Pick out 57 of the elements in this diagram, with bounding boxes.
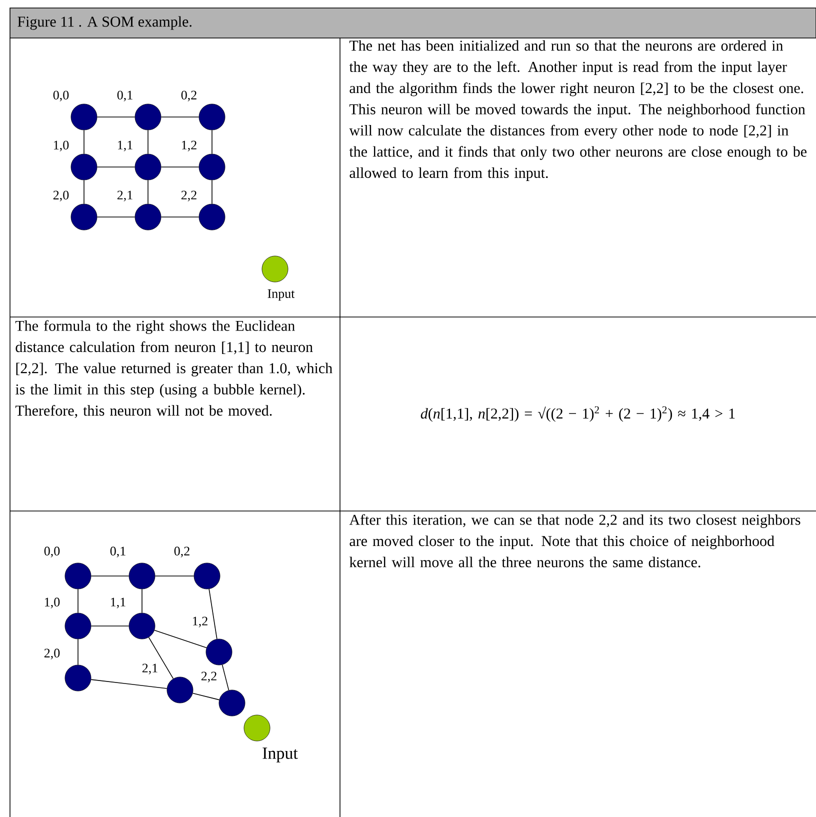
input-circle xyxy=(244,714,270,742)
connector-line xyxy=(160,216,200,218)
neuron-label: 0,1 xyxy=(110,546,126,558)
neuron-label: 2,0 xyxy=(44,648,60,660)
neuron-circle xyxy=(198,154,226,180)
neuron-label: 1,2 xyxy=(182,140,196,152)
neuron-label: 1,2 xyxy=(193,616,208,628)
connector-line xyxy=(148,636,174,680)
paragraph: The net has been initialized and run so that the neurons are ordered in the way they are to the left. Another input is read from the input layer and the algorithm finds the lower right neuron [2,2] to be the closest one. This neuron will be moved towards the input. The neighborhood function will now calculate the distances from every other node to node [2,2] in the lattice, and it finds that only two other neurons are close enough to be allowed to learn from this input. xyxy=(349,40,806,182)
neuron-circle xyxy=(70,104,98,130)
neuron-circle xyxy=(128,612,156,640)
paragraph: The formula to the right shows the Euclidean distance calculation from neuron [1,1] to neuron [2,2]. The value returned is greater than 1.0, which is the limit in this step (using a bubble kernel). Therefore, this neuron will not be moved. xyxy=(15,320,332,418)
neuron-label: 2,1 xyxy=(142,664,158,674)
neuron-circle xyxy=(64,664,92,692)
neuron-circle xyxy=(64,612,92,640)
neuron-label: 1,0 xyxy=(45,598,60,608)
connector-line xyxy=(90,679,168,689)
neuron-label: 0,2 xyxy=(174,546,190,558)
connector-line xyxy=(160,116,200,118)
neuron-circle xyxy=(206,638,232,666)
connector-line xyxy=(160,166,200,168)
paragraph: After this iteration, we can se that node 2,2 and its two closest neighbors are moved closer to the input. Note that this choice of neighborhood kernel will move all the three neurons the same distance. xyxy=(349,514,800,568)
neuron-circle xyxy=(166,676,194,704)
neuron-circle xyxy=(134,154,162,180)
input-label: Input xyxy=(268,289,295,301)
connector-line xyxy=(96,166,136,168)
neuron-circle xyxy=(64,562,92,590)
neuron-circle xyxy=(194,562,220,590)
neuron-circle xyxy=(198,204,226,230)
neuron-circle xyxy=(70,154,98,180)
connector-line xyxy=(96,116,136,118)
neuron-circle xyxy=(198,104,226,130)
neuron-circle xyxy=(70,204,98,230)
neuron-label: 2,1 xyxy=(117,190,132,202)
input-label: Input xyxy=(262,748,298,762)
neuron-circle xyxy=(134,104,162,130)
neuron-label: 1,0 xyxy=(54,140,69,152)
neuron-label: 0,1 xyxy=(117,90,132,102)
neuron-circle xyxy=(218,690,246,716)
neuron-label: 2,2 xyxy=(201,672,216,682)
connector-line xyxy=(192,692,220,700)
neuron-label: 0,0 xyxy=(53,90,69,102)
neuron-label: 1,1 xyxy=(111,598,126,608)
neuron-label: 0,0 xyxy=(44,546,60,558)
connector-line xyxy=(222,664,230,691)
neuron-label: 1,1 xyxy=(118,140,132,152)
neuron-label: 2,0 xyxy=(53,190,69,202)
connector-line xyxy=(96,216,136,218)
connector-line xyxy=(154,630,207,648)
connector-line xyxy=(208,588,218,640)
neuron-circle xyxy=(128,562,156,590)
neuron-label: 2,2 xyxy=(181,190,196,202)
formula: d(n[1,1], n[2,2]) = √((2 − 1)$^{2}$ + (2 − 1)$^{2}$) ≈ 1,4 > 1 xyxy=(420,406,735,422)
input-circle xyxy=(262,256,288,282)
neuron-label: 0,2 xyxy=(181,90,196,102)
header-bar: Figure 11 . A SOM example. xyxy=(10,8,816,38)
neuron-circle xyxy=(134,204,162,230)
